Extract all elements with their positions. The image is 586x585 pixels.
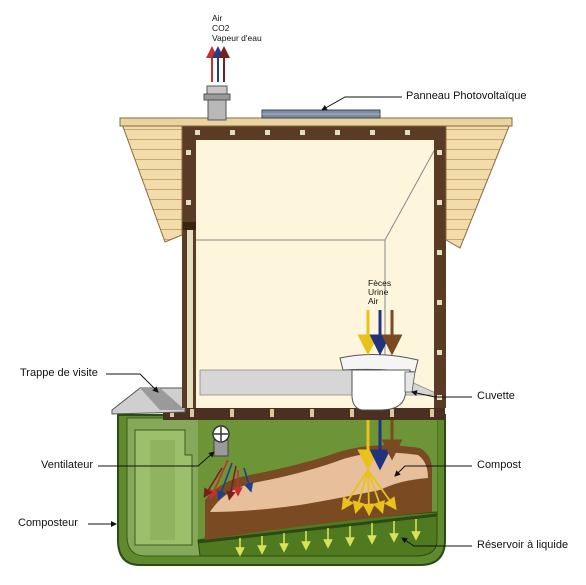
exhaust-arrows xyxy=(206,46,230,82)
exhaust-label-co2: CO2 xyxy=(212,23,230,33)
label-tank: Réservoir à liquide xyxy=(477,539,569,551)
label-composter: Composteur xyxy=(18,517,78,529)
fan-airflow-arrows xyxy=(203,459,254,501)
liquid-drainage-arrows xyxy=(235,519,421,557)
input-label-feces: Fèces xyxy=(368,278,392,288)
input-label-urine: Urine xyxy=(368,287,389,297)
cabin xyxy=(178,126,446,408)
exhaust-label-vapour: Vapeur d'eau xyxy=(212,33,262,43)
fan xyxy=(212,425,230,457)
label-panel: Panneau Photovoltaïque xyxy=(406,90,527,102)
label-compost: Compost xyxy=(477,459,522,471)
leader-lines xyxy=(88,96,472,547)
label-bowl: Cuvette xyxy=(477,390,515,402)
input-arrows xyxy=(357,310,403,471)
floor-slab xyxy=(163,406,445,420)
vent-pipe xyxy=(203,85,231,121)
inspection-hatch xyxy=(111,387,186,415)
label-hatch: Trappe de visite xyxy=(20,367,98,379)
toilet-bowl xyxy=(339,353,419,411)
input-label-air: Air xyxy=(368,296,379,306)
compost-spread-arrows xyxy=(341,469,397,517)
exhaust-label-air: Air xyxy=(212,13,223,23)
label-fan: Ventilateur xyxy=(41,459,93,471)
photovoltaic-panel xyxy=(261,109,381,119)
